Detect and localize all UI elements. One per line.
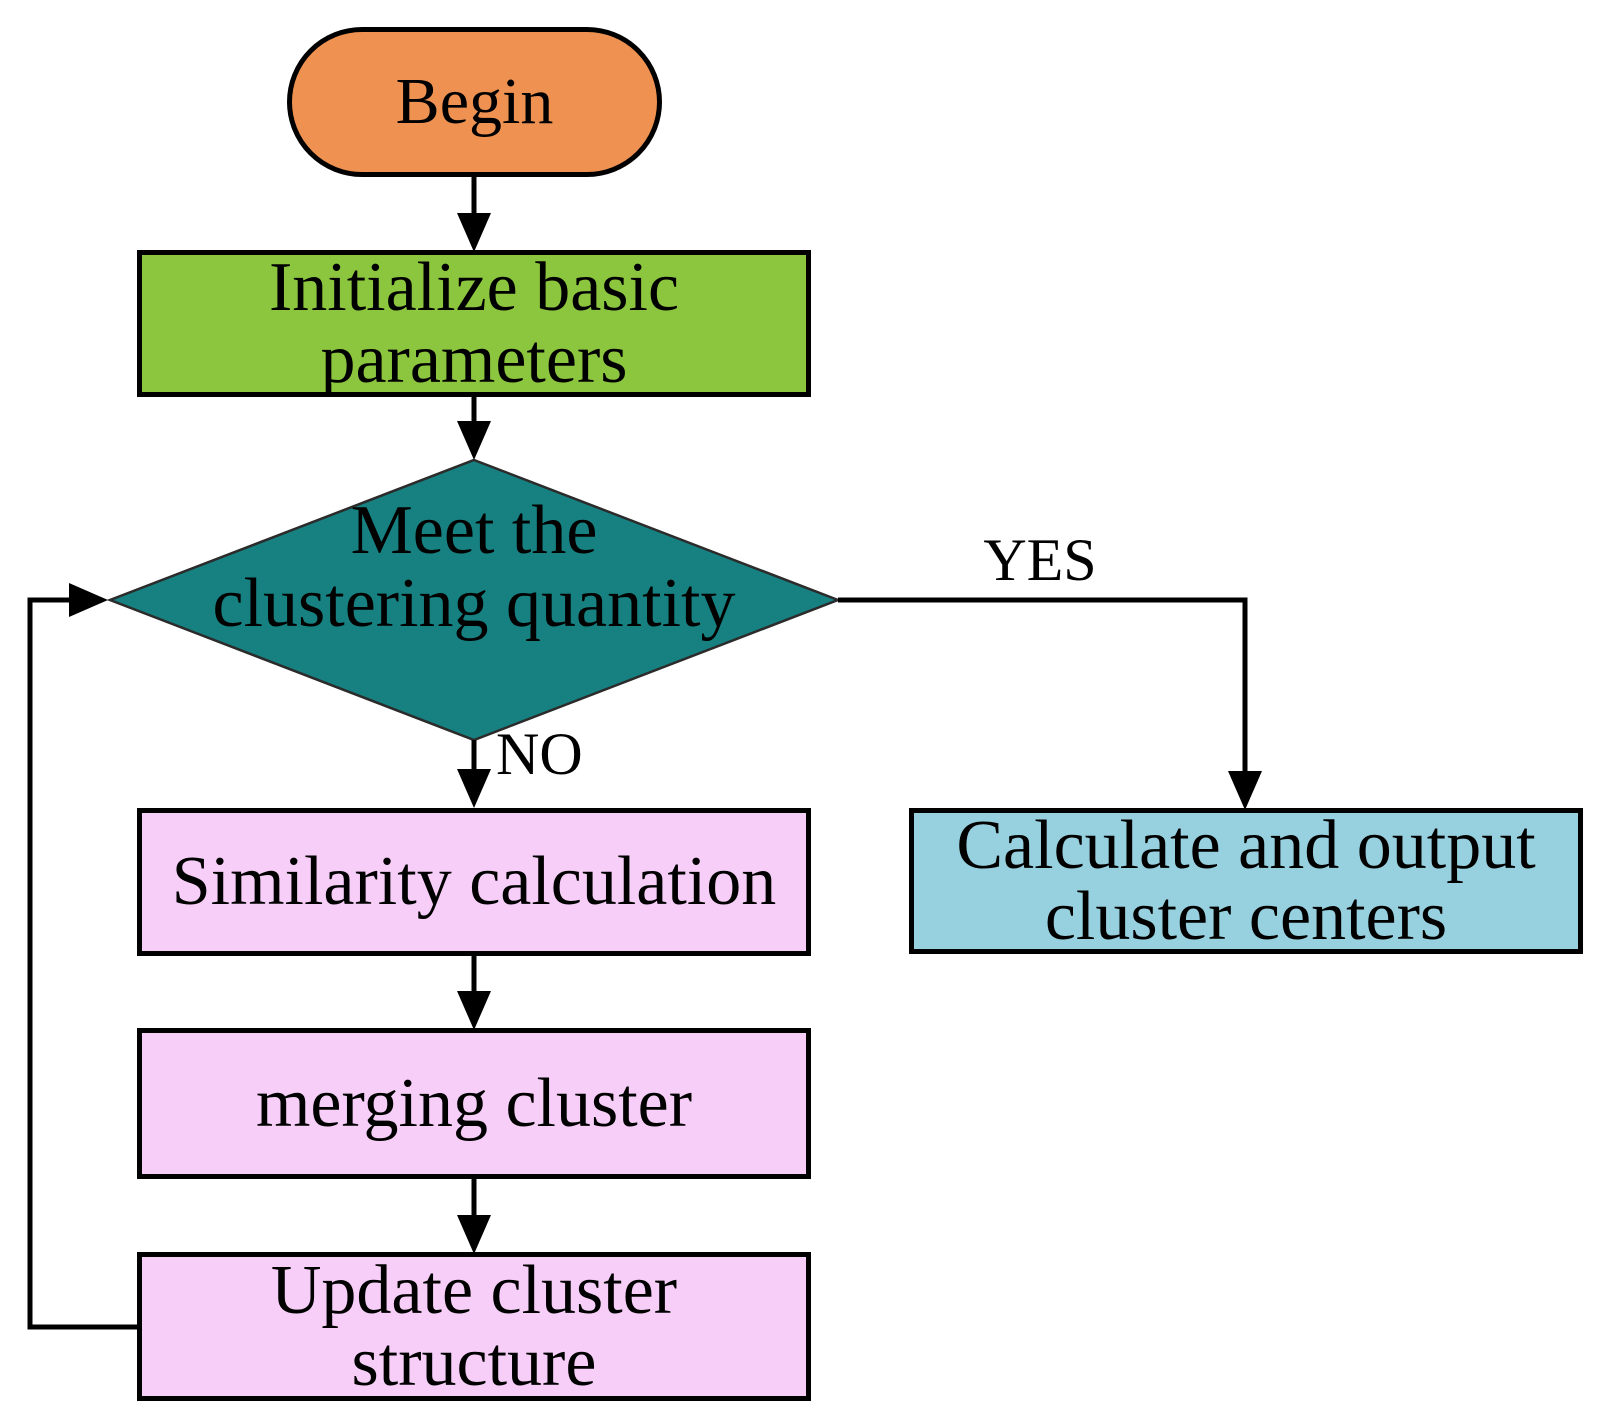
arrowhead-begin-to-init	[457, 213, 491, 252]
node-similarity-calculation-label: Similarity calculation	[171, 843, 777, 921]
edge-yes-line	[838, 597, 1248, 774]
node-merging-cluster-label: merging cluster	[255, 1064, 693, 1142]
node-similarity-calculation: Similarity calculation	[137, 808, 811, 956]
arrowhead-similarity-to-merge	[457, 991, 491, 1030]
node-calculate-output-centers: Calculate and output cluster centers	[909, 808, 1583, 954]
edge-label-no: NO	[496, 721, 583, 787]
arrowhead-loopback-to-decision	[69, 583, 108, 617]
edge-label-yes: YES	[983, 527, 1097, 593]
node-update-cluster-structure: Update cluster structure	[137, 1252, 811, 1401]
node-calculate-output-centers-label: Calculate and output cluster centers	[956, 806, 1536, 955]
arrowhead-merge-to-update	[457, 1215, 491, 1254]
node-begin-label: Begin	[395, 65, 554, 139]
arrowhead-init-to-decision	[457, 421, 491, 460]
node-initialize-parameters-label: Initialize basic parameters	[268, 249, 680, 398]
node-decision-label: Meet the clustering quantity	[212, 492, 736, 642]
edge-loopback-line	[27, 597, 137, 1330]
node-begin: Begin	[287, 27, 662, 177]
node-merging-cluster: merging cluster	[137, 1028, 811, 1179]
node-initialize-parameters: Initialize basic parameters	[137, 250, 811, 397]
arrowhead-yes-to-calc	[1228, 771, 1262, 810]
arrowhead-decision-to-similarity	[457, 769, 491, 808]
node-update-cluster-structure-label: Update cluster structure	[270, 1252, 678, 1401]
